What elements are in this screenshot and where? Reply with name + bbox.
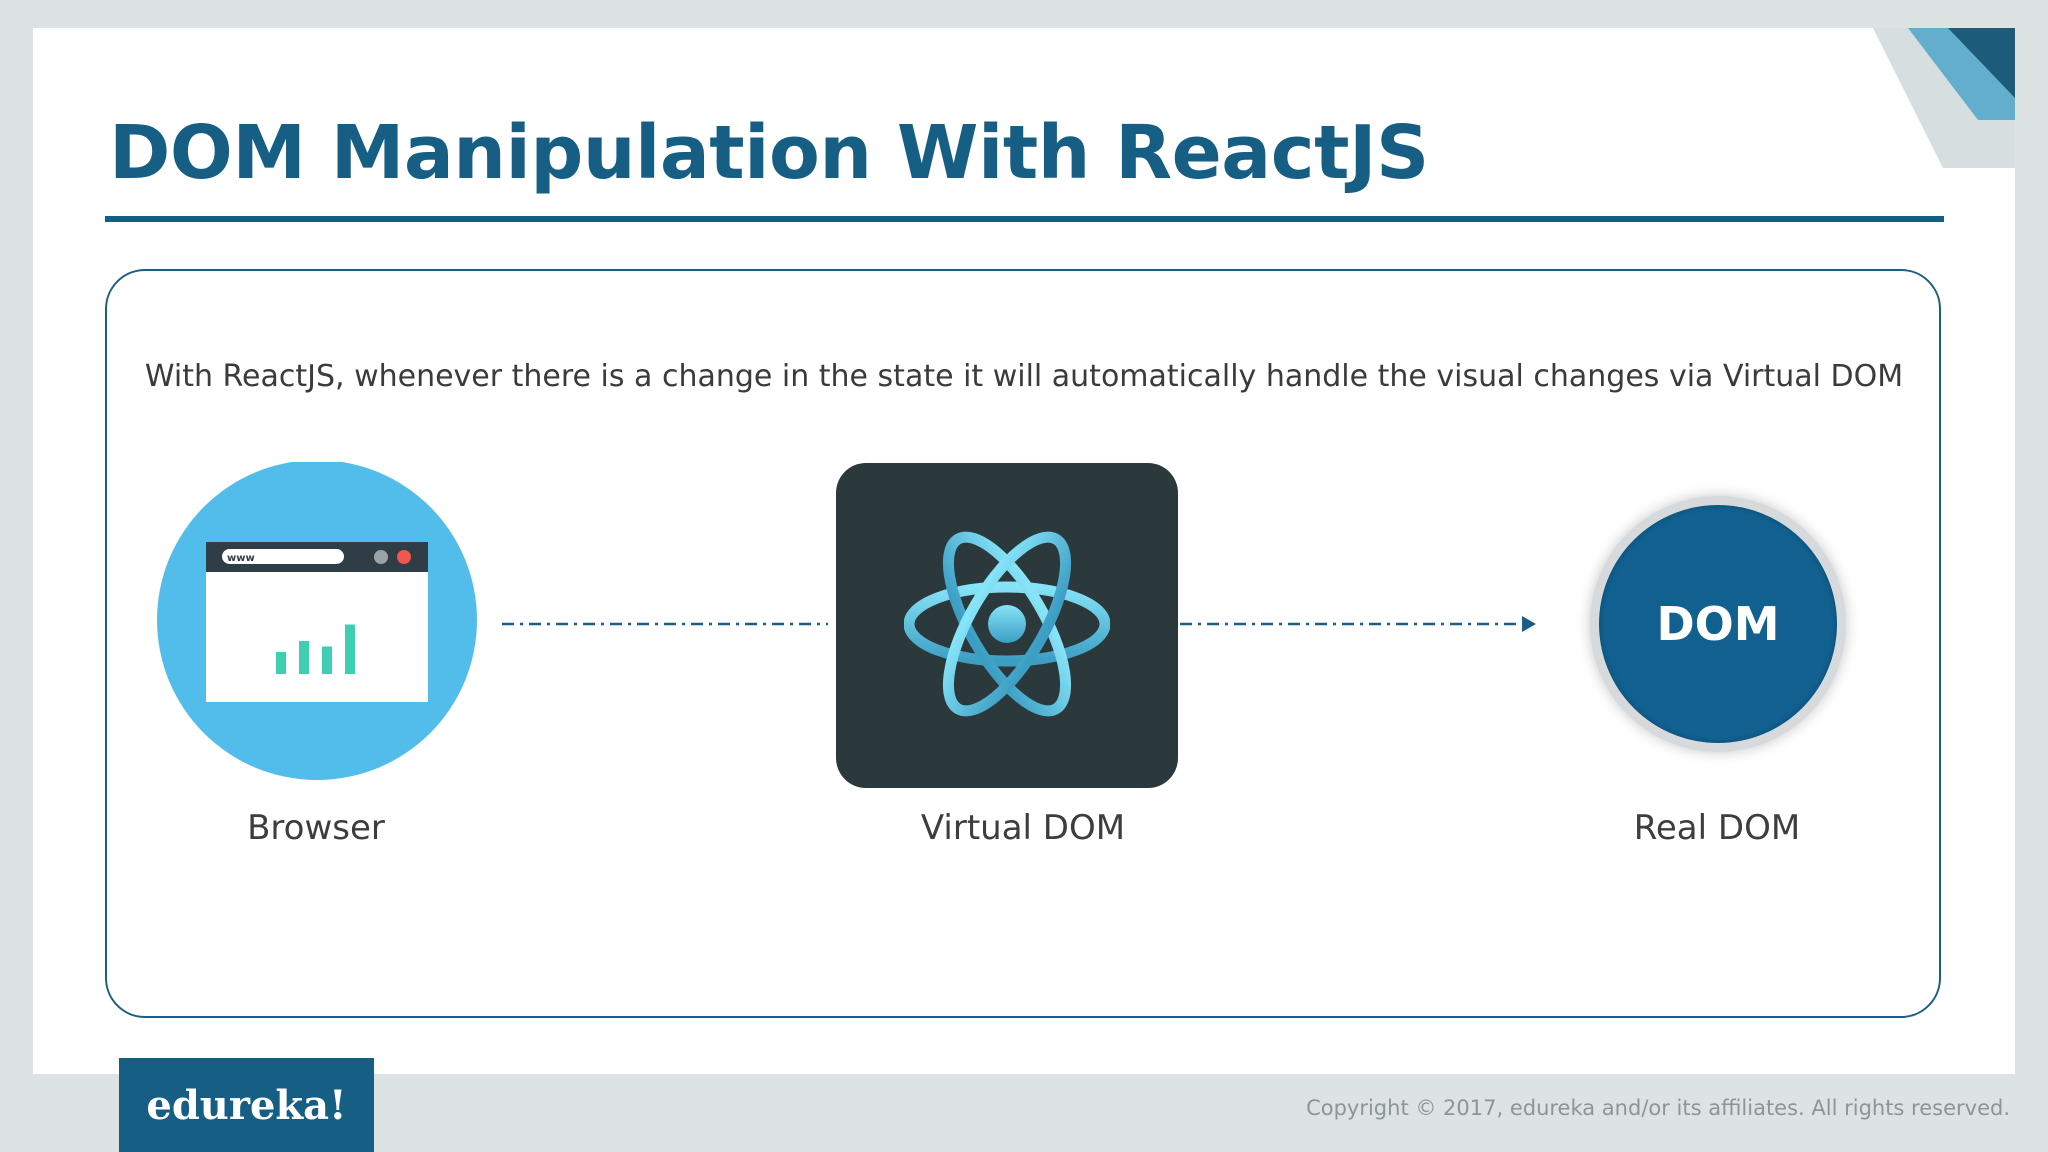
corner-decoration: [1873, 28, 2015, 168]
browser-window-icon: www: [157, 462, 477, 780]
node-label-real-dom: Real DOM: [1633, 808, 1801, 848]
slide-caption: With ReactJS, whenever there is a change…: [144, 359, 1904, 394]
chart-bar: [345, 624, 355, 674]
page-title: DOM Manipulation With ReactJS: [109, 110, 1429, 196]
virtual-dom-tile: [836, 463, 1178, 788]
edureka-logo: edureka!: [119, 1058, 374, 1152]
address-bar-text: www: [227, 553, 255, 564]
logo-text: edureka!: [146, 1081, 347, 1129]
node-label-virtual-dom: Virtual DOM: [920, 808, 1126, 848]
bar-chart: [276, 624, 355, 674]
real-dom-icon: DOM: [1590, 496, 1846, 752]
react-atom-icon: [904, 531, 1110, 717]
arrowhead: [1522, 616, 1536, 632]
dom-badge-text: DOM: [1656, 597, 1780, 651]
chart-bar: [322, 646, 332, 674]
chart-bar: [276, 652, 286, 674]
node-label-browser: Browser: [247, 808, 385, 848]
content-card: [105, 269, 1941, 1018]
copyright-text: Copyright © 2017, edureka and/or its aff…: [1306, 1096, 2010, 1120]
chart-bar: [299, 641, 309, 674]
title-underline: [105, 216, 1944, 222]
